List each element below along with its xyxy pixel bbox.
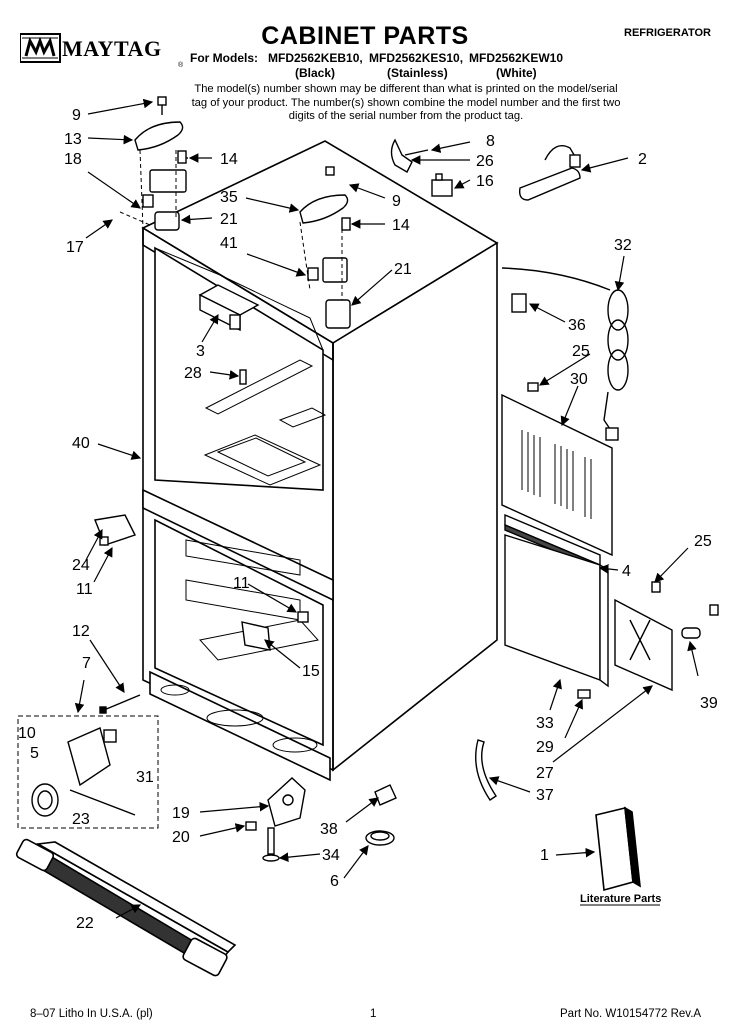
callout-label: 12 bbox=[72, 623, 90, 640]
cabinet-shell bbox=[141, 140, 499, 782]
callout-label: 25 bbox=[572, 343, 590, 360]
callout-label: 1 bbox=[540, 847, 549, 864]
callout-label: 9 bbox=[392, 193, 401, 210]
maytag-logo bbox=[20, 33, 61, 63]
callout-label: 8 bbox=[486, 133, 495, 150]
callout-label: 9 bbox=[72, 107, 81, 124]
callout-label: 38 bbox=[320, 821, 338, 838]
top-hinge-right bbox=[299, 166, 351, 329]
callout-label: 7 bbox=[82, 655, 91, 672]
callout-label: 21 bbox=[394, 261, 412, 278]
callout-label: 27 bbox=[536, 765, 554, 782]
callout-label: 28 bbox=[184, 365, 202, 382]
door-closer-assembly bbox=[17, 715, 159, 829]
model-number: MFD2562KES10, bbox=[369, 51, 464, 65]
model-color: (Black) bbox=[295, 66, 336, 80]
callout-label: 24 bbox=[72, 557, 90, 574]
leveling-leg-assembly bbox=[245, 777, 306, 862]
bolt bbox=[99, 694, 141, 714]
callout-label: 14 bbox=[220, 151, 238, 168]
callout-label: 39 bbox=[700, 695, 718, 712]
callout-label: 32 bbox=[614, 237, 632, 254]
callout-label: 29 bbox=[536, 739, 554, 756]
electrical-box bbox=[577, 581, 719, 699]
litho-info: 8–07 Litho In U.S.A. (pl) bbox=[30, 1008, 153, 1020]
model-number: MFD2562KEB10, bbox=[268, 51, 363, 65]
appliance-type: REFRIGERATOR bbox=[624, 27, 711, 39]
callout-label: 36 bbox=[568, 317, 586, 334]
callout-label: 22 bbox=[76, 915, 94, 932]
callout-label: 16 bbox=[476, 173, 494, 190]
lower-small-parts bbox=[365, 784, 397, 846]
hinge-guide-lines bbox=[119, 149, 343, 300]
side-bracket bbox=[94, 514, 136, 546]
freezer-bracket bbox=[241, 611, 309, 651]
callout-label: 31 bbox=[136, 769, 154, 786]
page-number: 1 bbox=[370, 1008, 377, 1020]
literature-parts-label: Literature Parts bbox=[580, 893, 661, 905]
callout-label: 11 bbox=[76, 581, 93, 598]
callout-label: 35 bbox=[220, 189, 238, 206]
callout-label: 4 bbox=[622, 563, 631, 580]
callout-label: 19 bbox=[172, 805, 190, 822]
cabinet-interior bbox=[160, 359, 327, 753]
page-title: CABINET PARTS bbox=[261, 22, 469, 50]
brand-name: MAYTAG bbox=[62, 36, 162, 61]
callout-label: 5 bbox=[30, 745, 39, 762]
model-note: The model(s) number shown may be differe… bbox=[191, 83, 621, 122]
callout-label: 6 bbox=[330, 873, 339, 890]
callout-label: 30 bbox=[570, 371, 588, 388]
callout-label: 15 bbox=[302, 663, 320, 680]
model-number: MFD2562KEW10 bbox=[469, 51, 564, 65]
leader-lines bbox=[74, 98, 699, 919]
model-color: (Stainless) bbox=[387, 66, 448, 80]
models-label: For Models: bbox=[190, 51, 258, 65]
callout-label: 10 bbox=[18, 725, 36, 742]
registered-mark: ® bbox=[178, 62, 184, 69]
callout-label: 41 bbox=[220, 235, 238, 252]
top-hinge-left bbox=[134, 96, 188, 231]
literature-booklet bbox=[595, 806, 641, 892]
page-header: MAYTAG ® CABINET PARTS REFRIGERATOR For … bbox=[0, 0, 750, 130]
upper-bracket bbox=[198, 284, 260, 385]
drain-hose bbox=[475, 739, 497, 801]
callout-label: 25 bbox=[694, 533, 712, 550]
callout-label: 33 bbox=[536, 715, 554, 732]
upper-right-parts bbox=[390, 138, 629, 441]
callout-label: 21 bbox=[220, 211, 238, 228]
callout-label: 26 bbox=[476, 153, 494, 170]
callout-label: 34 bbox=[322, 847, 340, 864]
exploded-parts-diagram: 9 13 14 18 17 21 8 26 16 2 35 9 14 41 21… bbox=[15, 96, 719, 977]
callout-numbers: 9 13 14 18 17 21 8 26 16 2 35 9 14 41 21… bbox=[18, 107, 718, 932]
callout-label: 23 bbox=[72, 811, 90, 828]
callout-label: 13 bbox=[64, 131, 82, 148]
callout-label: 40 bbox=[72, 435, 90, 452]
part-number: Part No. W10154772 Rev.A bbox=[560, 1008, 702, 1020]
callout-label: 18 bbox=[64, 151, 82, 168]
callout-label: 37 bbox=[536, 787, 554, 804]
callout-label: 11 bbox=[233, 575, 250, 592]
callout-label: 20 bbox=[172, 829, 190, 846]
callout-label: 17 bbox=[66, 239, 84, 256]
callout-label: 14 bbox=[392, 217, 410, 234]
base-grille bbox=[15, 838, 237, 977]
callout-label: 2 bbox=[638, 151, 647, 168]
rear-panel bbox=[501, 382, 613, 557]
model-color: (White) bbox=[496, 66, 537, 80]
callout-label: 3 bbox=[196, 343, 205, 360]
